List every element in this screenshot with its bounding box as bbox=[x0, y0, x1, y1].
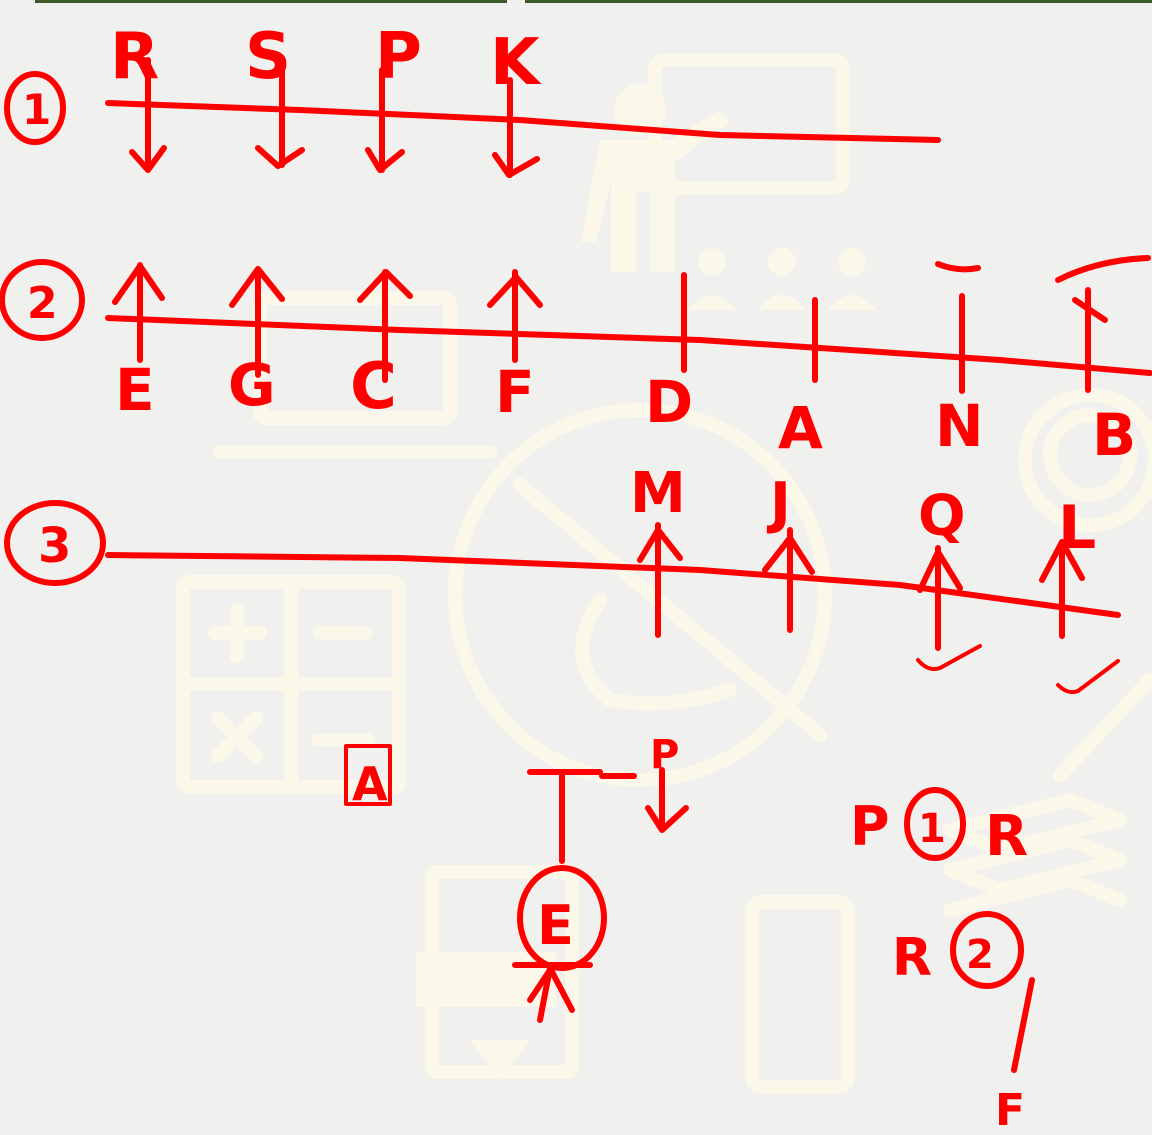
row-number-label: 1 bbox=[22, 85, 51, 134]
letter-E: E bbox=[115, 356, 155, 424]
row-number-2: 2 bbox=[2, 262, 82, 338]
audience-icon bbox=[688, 248, 876, 310]
pair-top-num: 1 bbox=[918, 806, 946, 852]
letter-R: R bbox=[110, 20, 159, 94]
row-1: 1 R S P K bbox=[7, 20, 938, 175]
row-3: 3 M J Q L bbox=[7, 461, 1118, 692]
pair-top-left: P bbox=[850, 795, 890, 858]
row-number-label: 3 bbox=[38, 518, 71, 574]
row-1-line bbox=[108, 103, 938, 140]
pair-top-right: R bbox=[985, 804, 1028, 869]
letter-F: F bbox=[495, 358, 535, 426]
letter-M: M bbox=[630, 461, 686, 526]
letter-D: D bbox=[645, 368, 693, 436]
letter-A: A bbox=[778, 394, 823, 462]
letter-C: C bbox=[350, 350, 397, 424]
row-2: 2 E G C F D A N B bbox=[2, 258, 1150, 469]
small-letter-box: A bbox=[346, 746, 390, 811]
letter-J: J bbox=[766, 471, 791, 536]
row-1-letters: R S P K bbox=[110, 20, 542, 100]
row-number-1: 1 bbox=[7, 74, 63, 142]
checkmark-icon bbox=[1058, 661, 1118, 692]
row-number-3: 3 bbox=[7, 503, 103, 583]
pencil-icon bbox=[520, 485, 1150, 775]
letter-G: G bbox=[228, 351, 276, 419]
pair-diagram: P 1 R R 2 F bbox=[850, 790, 1032, 1135]
letter-N: N bbox=[935, 392, 984, 460]
books-icon bbox=[950, 800, 1120, 910]
letter-K: K bbox=[490, 26, 542, 100]
pair-bottom-f: F bbox=[995, 1085, 1025, 1135]
letter-A-small: A bbox=[352, 757, 388, 811]
pair-bottom-num: 2 bbox=[966, 932, 994, 978]
teacher-icon bbox=[581, 60, 843, 272]
row-number-label: 2 bbox=[27, 278, 58, 329]
checkmark-icon bbox=[918, 646, 980, 669]
top-bar bbox=[35, 0, 1152, 3]
row-3-up-arrows bbox=[640, 525, 1082, 648]
row-2-down-arrows bbox=[684, 258, 1148, 391]
smartphone-icon bbox=[752, 902, 848, 1087]
pair-bottom-left: R bbox=[892, 928, 932, 988]
letter-Q: Q bbox=[918, 484, 966, 549]
row-3-checkmarks bbox=[918, 646, 1118, 692]
circled-letter-E: E bbox=[537, 894, 574, 957]
letter-B: B bbox=[1092, 401, 1136, 469]
